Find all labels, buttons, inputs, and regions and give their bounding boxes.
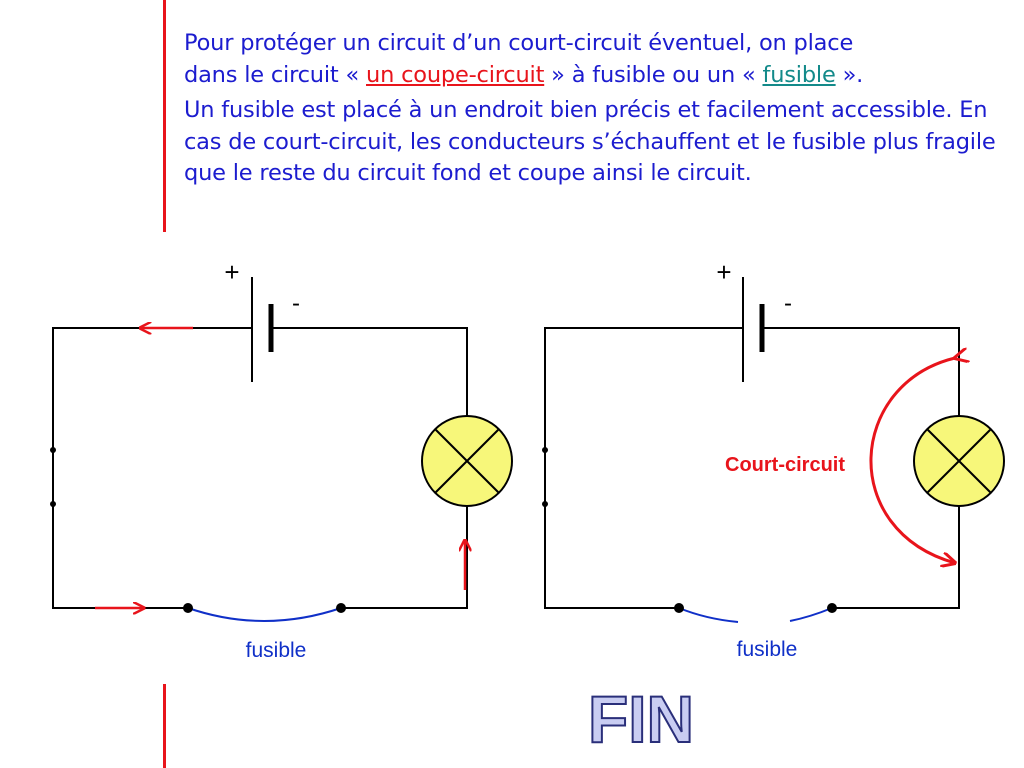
left-current-arrows	[95, 328, 465, 608]
right-lamp	[913, 415, 1005, 507]
intro-line-2-start: dans le circuit «	[184, 61, 367, 88]
left-circuit-wires	[52, 327, 468, 609]
intro-line-1: Pour protéger un circuit d’un court-circ…	[184, 30, 854, 56]
left-lamp	[421, 415, 513, 507]
fin-button[interactable]: FIN	[587, 681, 695, 757]
right-fuse-blown	[674, 603, 837, 623]
left-battery-minus: -	[292, 290, 300, 317]
right-node-1	[542, 447, 548, 453]
intro-line-2-middle: » à fusible ou un «	[544, 61, 763, 88]
margin-line-bottom	[163, 684, 166, 768]
right-battery-minus: -	[784, 290, 792, 317]
right-battery	[742, 277, 765, 382]
left-fuse	[183, 603, 346, 622]
link-coupe-circuit[interactable]: un coupe-circuit	[366, 61, 545, 88]
link-fusible[interactable]: fusible	[762, 61, 836, 88]
intro-paragraph-2: Un fusible est placé à un endroit bien p…	[184, 97, 996, 186]
left-battery	[251, 277, 274, 382]
fin-button-label[interactable]: FIN	[587, 681, 695, 757]
right-node-2	[542, 501, 548, 507]
right-fuse-label: fusible	[737, 638, 798, 661]
margin-line-top	[163, 0, 166, 232]
intro-text: Pour protéger un circuit d’un court-circ…	[184, 28, 1014, 190]
intro-line-2-end: ».	[835, 61, 864, 88]
right-circuit: + - fusible Court-circuit	[542, 257, 1005, 661]
left-node-2	[50, 501, 56, 507]
left-circuit: + - fusible	[50, 257, 513, 662]
short-circuit-arrow	[869, 358, 955, 563]
left-battery-plus: +	[224, 257, 239, 287]
left-node-1	[50, 447, 56, 453]
intro-paragraph-1: Pour protéger un circuit d’un court-circ…	[184, 28, 1014, 91]
left-fuse-label: fusible	[246, 639, 307, 662]
right-battery-plus: +	[716, 257, 731, 287]
short-circuit-label: Court-circuit	[725, 454, 845, 476]
